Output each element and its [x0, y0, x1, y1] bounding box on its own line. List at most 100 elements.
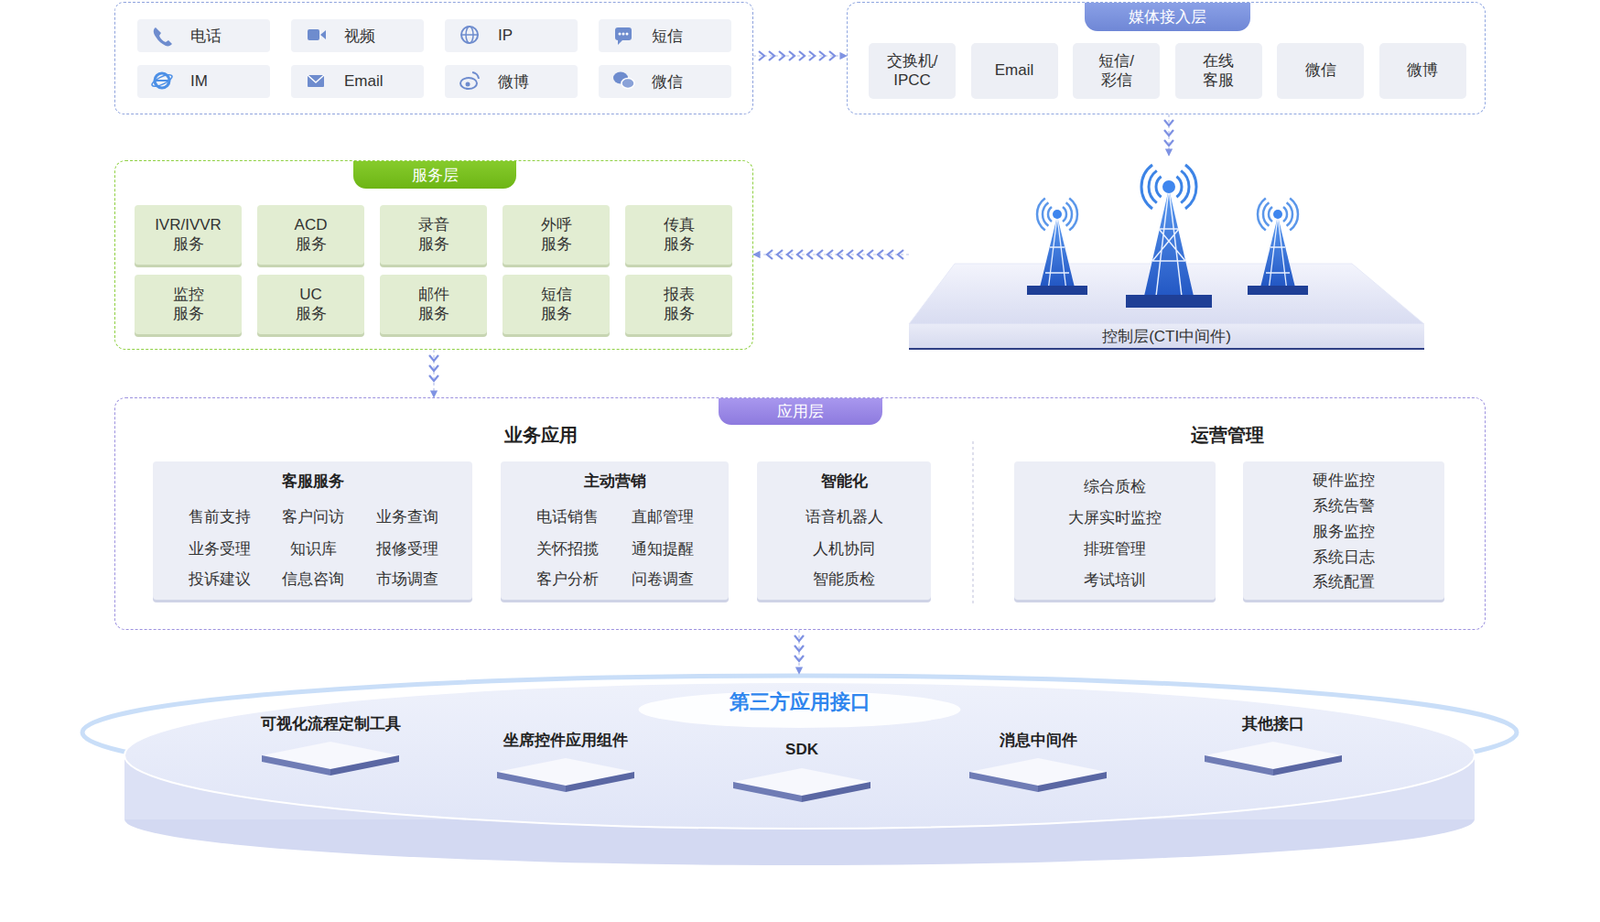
flow-chevron [887, 249, 894, 260]
flow-chevron [817, 249, 823, 260]
interface-label: 消息中间件 [999, 729, 1078, 751]
channel-box: 短信 [598, 19, 732, 53]
flow-connector [1167, 114, 1169, 156]
section-heading: 业务应用 [504, 422, 578, 448]
flow-chevron [807, 249, 813, 260]
signal-tower [1125, 164, 1212, 308]
function-item: 排班管理 [1083, 538, 1146, 560]
flow-chevron [778, 51, 785, 61]
flow-chevron [857, 249, 864, 260]
tile-side [1204, 755, 1274, 776]
interface-tile: SDK [724, 735, 880, 809]
mail-icon [307, 75, 325, 87]
layer-box: 服务层IVR/IVVR 服务ACD 服务录音 服务外呼 服务传真 服务监控 服务… [114, 160, 754, 350]
flow-chevron [809, 51, 815, 61]
flow-connector-group [794, 629, 804, 674]
flow-chevron [794, 645, 804, 651]
signal-tower [1247, 197, 1309, 295]
weibo-icon [460, 72, 479, 89]
flow-chevron [877, 249, 884, 260]
box-label: 交换机/ IPCC [875, 52, 950, 90]
tile-side [733, 781, 802, 802]
function-item: 服务监控 [1312, 520, 1375, 542]
box-label: IVR/IVVR 服务 [151, 216, 226, 254]
ie-icon [150, 72, 173, 88]
flow-chevron [429, 355, 439, 361]
function-item: 语音机器人 [805, 506, 884, 528]
wechat-icon [613, 72, 635, 89]
flow-chevron [758, 51, 765, 61]
channel-box: IM [137, 64, 271, 98]
service-box: UC 服务 [257, 274, 365, 335]
platform-label: 控制层(CTI中间件) [908, 324, 1425, 350]
box-label: 短信 [651, 25, 683, 47]
function-item: 大屏实时监控 [1068, 507, 1162, 529]
sms-icon [615, 27, 632, 45]
service-box: 外呼 服务 [502, 205, 610, 265]
box-label: IM [190, 72, 208, 91]
function-item: 直邮管理 [631, 506, 694, 528]
function-item: 通知提醒 [631, 538, 694, 560]
box-label: 微信 [651, 71, 683, 93]
service-box: 邮件 服务 [379, 274, 487, 335]
box-label: 微信 [1284, 61, 1358, 80]
function-item: 系统日志 [1312, 546, 1375, 568]
platform-title: 第三方应用接口 [729, 688, 871, 716]
flow-connector-group [753, 249, 909, 260]
flow-chevron [768, 51, 775, 61]
interface-tile: 消息中间件 [960, 724, 1116, 799]
box-label: 监控 服务 [151, 285, 226, 324]
interface-tile: 坐席控件应用组件 [487, 724, 644, 799]
function-item: 智能质检 [812, 568, 876, 590]
box-label: 传真 服务 [642, 216, 716, 254]
channel-box: Email [291, 64, 424, 98]
box-label: UC 服务 [274, 285, 348, 324]
tile-side [1273, 755, 1342, 776]
media-box: 微博 [1379, 43, 1467, 99]
function-item: 业务受理 [188, 538, 251, 560]
card-heading: 主动营销 [583, 470, 647, 492]
media-box: 微信 [1276, 43, 1364, 99]
box-label: Email [977, 61, 1051, 80]
media-box: 交换机/ IPCC [868, 43, 956, 99]
function-item: 电话销售 [536, 506, 599, 528]
flow-connector-group [429, 349, 439, 398]
layer-box: 应用层客服服务售前支持客户问访业务查询业务受理知识库报修受理投诉建议信息咨询市场… [114, 397, 1486, 630]
flow-chevron [1164, 140, 1174, 146]
function-item: 信息咨询 [281, 568, 345, 590]
box-label: 在线 客服 [1181, 52, 1255, 90]
tile-side [969, 771, 1038, 792]
function-item: 市场调查 [376, 568, 439, 590]
box-label: 短信 服务 [519, 285, 594, 324]
video-icon [307, 29, 326, 41]
media-box: Email [971, 43, 1059, 99]
function-item: 综合质检 [1083, 475, 1146, 498]
tile-side [497, 771, 566, 792]
layer-title: 服务层 [353, 161, 517, 189]
function-item: 问卷调查 [631, 568, 694, 590]
platform-outline [908, 155, 1425, 350]
layer-title: 应用层 [718, 398, 883, 425]
function-item: 关怀招揽 [536, 538, 599, 560]
box-label: 微博 [497, 71, 530, 93]
flow-chevron [777, 249, 783, 260]
service-box: 短信 服务 [502, 274, 610, 335]
platform-surface [908, 263, 1425, 325]
interface-label: 可视化流程定制工具 [260, 713, 401, 735]
tile-side [565, 771, 635, 792]
flow-chevron [794, 655, 804, 661]
flow-chevron [867, 249, 874, 260]
flow-chevron [789, 51, 795, 61]
layer-box: 媒体接入层交换机/ IPCCEmail短信/ 彩信在线 客服微信微博 [846, 1, 1486, 115]
interface-tile: 可视化流程定制工具 [252, 708, 409, 782]
service-box: 传真 服务 [625, 205, 733, 265]
box-label: 报表 服务 [642, 285, 716, 324]
function-item: 业务查询 [376, 506, 439, 528]
flow-chevron [837, 249, 844, 260]
function-item: 投诉建议 [188, 568, 251, 590]
flow-chevron [794, 635, 804, 641]
function-item: 知识库 [290, 538, 337, 560]
layer-title: 媒体接入层 [1084, 2, 1251, 32]
tile-side [1037, 771, 1107, 792]
